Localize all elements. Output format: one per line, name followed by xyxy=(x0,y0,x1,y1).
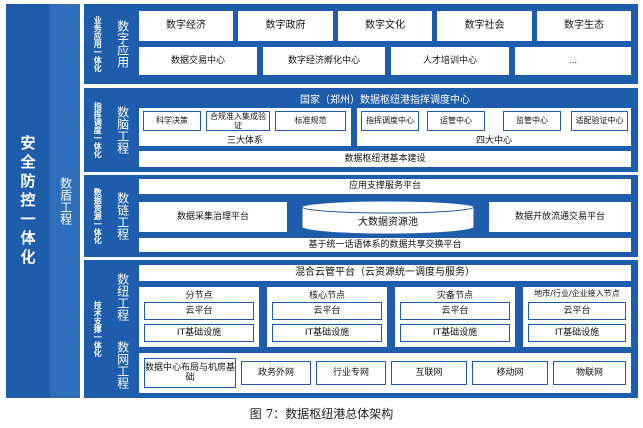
data-exchange-platform: 基于统一话语体系的数据共享交换平台 xyxy=(138,237,632,253)
node-title-0: 分节点 xyxy=(185,291,213,301)
center-box-1: 数字经济孵化中心 xyxy=(262,46,386,76)
network-4: 移动网 xyxy=(472,361,548,385)
command-header: 国家（郑州）数据枢纽港指挥调度中心 xyxy=(300,95,470,106)
node-it-2: IT基础设施 xyxy=(400,324,510,342)
layer-tech-side1-box: 数纽工程 xyxy=(108,264,136,330)
app-support-platform: 应用支撑服务平台 xyxy=(138,178,632,195)
network-5: 物联网 xyxy=(553,361,626,385)
system-box-1: 合规准入集成验证 xyxy=(206,111,270,131)
app-box-4: 数字生态 xyxy=(536,10,632,42)
layer-data-tag: 数据资源一体化 xyxy=(93,188,103,244)
center-box-2: 人才培训中心 xyxy=(390,46,510,76)
node-cloud-0: 云平台 xyxy=(144,302,254,320)
center-box-0: 数据交易中心 xyxy=(138,46,258,76)
layer-tech-tag-box: 技术支撑一体化 xyxy=(86,262,108,396)
layer-command-side: 数脑工程 xyxy=(115,106,130,154)
layer-command-tag-box: 指挥调度一体化 xyxy=(86,90,108,170)
app-box-2: 数字文化 xyxy=(337,10,433,42)
data-open-platform: 数据开放流通交易平台 xyxy=(488,201,632,233)
layer-tech-side2: 数网工程 xyxy=(115,341,130,389)
layer-business-side-box: 数字应用 xyxy=(108,6,136,82)
layer-business-tag-box: 业务应用一体化 xyxy=(86,6,108,82)
data-pool-label: 大数据资源池 xyxy=(358,217,418,228)
layer-tech-side2-box: 数网工程 xyxy=(108,334,136,396)
center-2: 监管中心 xyxy=(503,111,561,131)
network-3: 互联网 xyxy=(391,361,467,385)
data-pool-cylinder xyxy=(298,199,478,235)
cylinder-icon xyxy=(301,200,475,235)
app-box-0: 数字经济 xyxy=(138,10,234,42)
app-box-3: 数字社会 xyxy=(436,10,533,42)
node-title-1: 核心节点 xyxy=(308,291,345,301)
network-0: 数据中心布局与机房基础 xyxy=(144,358,236,388)
center-3: 适配验证中心 xyxy=(571,111,628,131)
network-1: 政务外网 xyxy=(241,361,311,385)
figure-caption: 图 7：数据枢纽港总体架构 xyxy=(249,407,394,421)
security-column: 安全防控一体化 xyxy=(6,4,50,398)
node-title-2: 灾备节点 xyxy=(436,291,473,301)
centers-label: 四大中心 xyxy=(475,136,512,146)
app-box-1: 数字政府 xyxy=(237,10,334,42)
node-it-1: IT基础设施 xyxy=(272,324,382,342)
node-it-0: IT基础设施 xyxy=(144,324,254,342)
layer-command-tag: 指挥调度一体化 xyxy=(93,102,103,158)
layer-data-tag-box: 数据资源一体化 xyxy=(86,177,108,255)
systems-label: 三大体系 xyxy=(226,136,263,146)
layer-business-tag: 业务应用一体化 xyxy=(93,16,103,72)
layer-business-side: 数字应用 xyxy=(115,20,130,68)
node-cloud-2: 云平台 xyxy=(400,302,510,320)
node-cloud-3: 云平台 xyxy=(528,302,626,320)
center-1: 运管中心 xyxy=(427,111,485,131)
layer-command-side-box: 数脑工程 xyxy=(108,90,136,170)
network-2: 行业专网 xyxy=(316,361,386,385)
layer-tech-side1: 数纽工程 xyxy=(115,273,130,321)
datashield-column: 数盾工程 xyxy=(50,4,80,398)
security-title: 安全防控一体化 xyxy=(18,134,37,268)
node-it-3: IT基础设施 xyxy=(528,324,626,342)
base-construction: 数据枢纽港基本建设 xyxy=(138,150,632,168)
system-box-2: 标准规范 xyxy=(275,111,346,131)
center-box-3: ... xyxy=(514,46,632,76)
data-collection-platform: 数据采集治理平台 xyxy=(138,201,288,233)
layer-data-side-box: 数链工程 xyxy=(108,177,136,255)
system-box-0: 科学决策 xyxy=(143,111,201,131)
layer-tech-tag: 技术支撑一体化 xyxy=(93,301,103,357)
layer-data-side: 数链工程 xyxy=(115,192,130,240)
node-title-3: 地市/行业/企业接入节点 xyxy=(534,289,620,298)
node-cloud-1: 云平台 xyxy=(272,302,382,320)
datashield-label: 数盾工程 xyxy=(58,177,73,225)
hybrid-cloud-platform: 混合云管平台（云资源统一调度与服务） xyxy=(138,264,632,282)
center-0: 指挥调度中心 xyxy=(361,111,419,131)
